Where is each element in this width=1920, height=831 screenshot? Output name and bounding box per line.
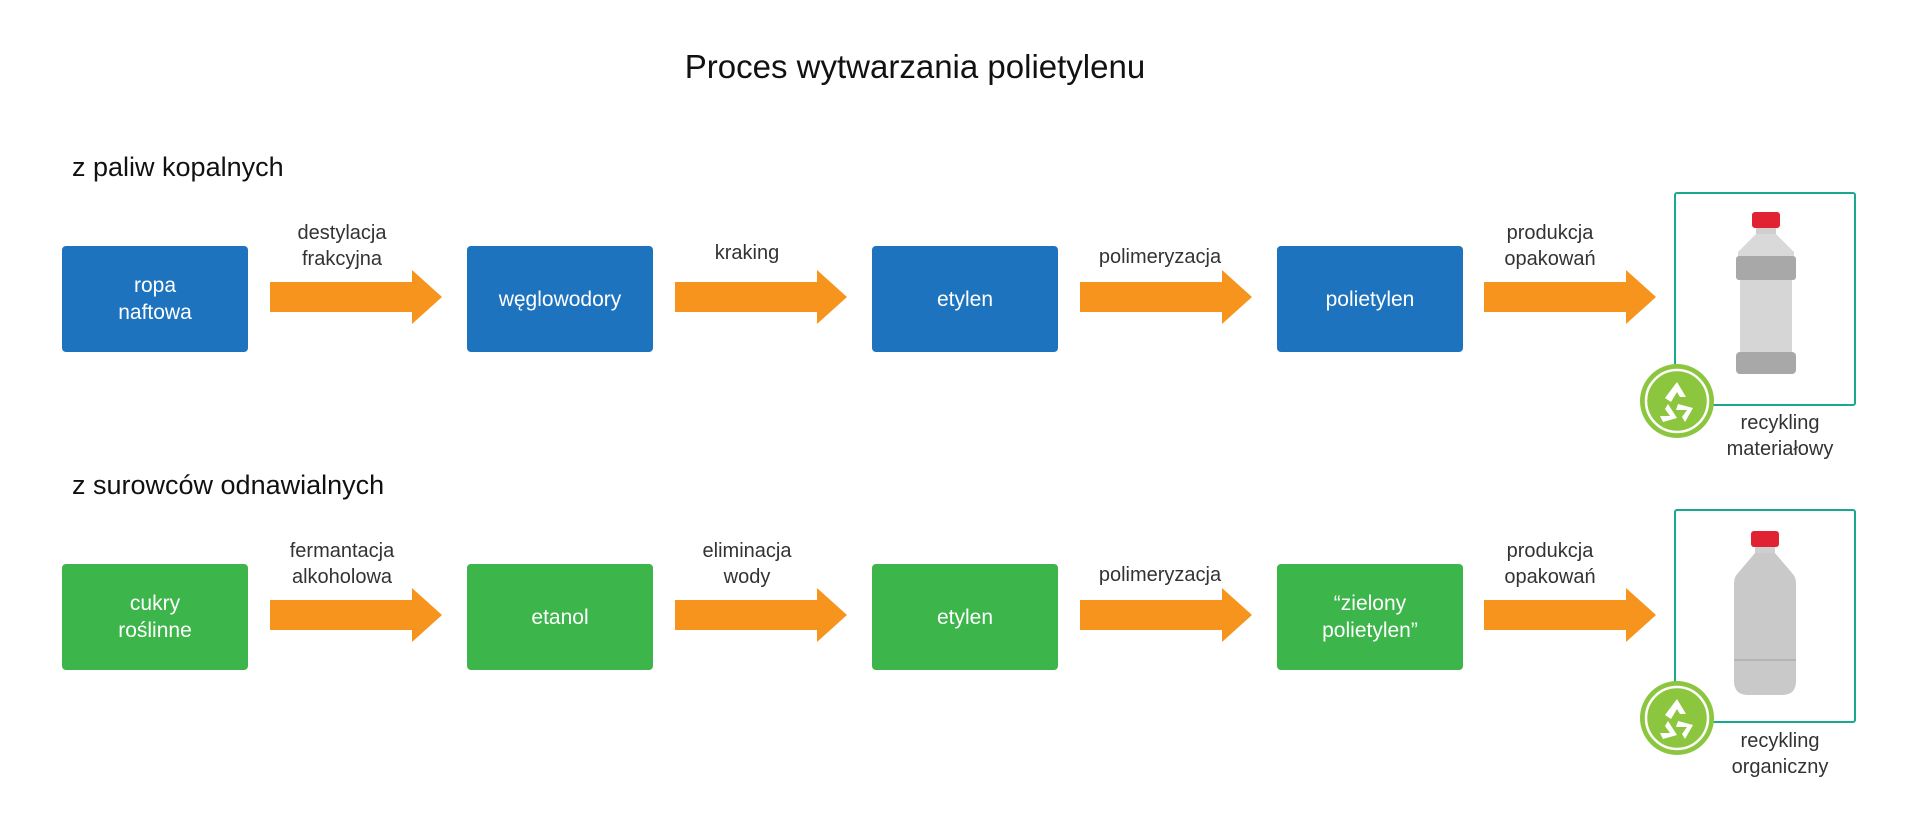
box-ethanol: etanol	[467, 564, 653, 670]
arrow-right-icon	[675, 588, 847, 642]
step-label-fermentation: fermantacja alkoholowa	[289, 540, 395, 588]
step-label-polymerization-green: polimeryzacja	[1098, 564, 1222, 586]
step-label-packaging: produkcja opakowań	[1504, 222, 1596, 270]
step-label-packaging-green: produkcja opakowań	[1504, 540, 1596, 588]
product-frame-green	[1674, 509, 1856, 723]
box-polyethylene: polietylen	[1277, 246, 1463, 352]
box-green-polyethylene: “zielony polietylen”	[1277, 564, 1463, 670]
recycling-label-organic: recykling organiczny	[1731, 730, 1829, 778]
step-label-distillation: destylacja frakcyjna	[297, 222, 387, 270]
arrow-right-icon	[1080, 588, 1252, 642]
arrow-right-icon	[1484, 588, 1656, 642]
product-frame	[1674, 192, 1856, 406]
recycle-icon	[1640, 681, 1714, 755]
box-ethylene-green: etylen	[872, 564, 1058, 670]
arrow-right-icon	[675, 270, 847, 324]
diagram-title: Proces wytwarzania polietylenu	[684, 48, 1146, 85]
step-label-polymerization: polimeryzacja	[1098, 246, 1222, 268]
recycle-icon	[1640, 364, 1714, 438]
row-heading-fossil: z paliw kopalnych	[72, 152, 284, 182]
box-ethylene: etylen	[872, 246, 1058, 352]
recycling-label-material: recykling materiałowy	[1726, 412, 1834, 460]
arrow-right-icon	[270, 270, 442, 324]
box-crude-oil: ropa naftowa	[62, 246, 248, 352]
arrow-right-icon	[1080, 270, 1252, 324]
arrow-right-icon	[270, 588, 442, 642]
step-label-cracking: kraking	[714, 242, 780, 264]
arrow-right-icon	[1484, 270, 1656, 324]
plastic-bottle-icon	[1736, 212, 1796, 374]
box-hydrocarbons: węglowodory	[467, 246, 653, 352]
bioplastic-bottle-icon	[1734, 531, 1796, 695]
step-label-dehydration: eliminacja wody	[702, 540, 792, 588]
box-plant-sugars: cukry roślinne	[62, 564, 248, 670]
row-heading-renewable: z surowców odnawialnych	[72, 470, 385, 500]
